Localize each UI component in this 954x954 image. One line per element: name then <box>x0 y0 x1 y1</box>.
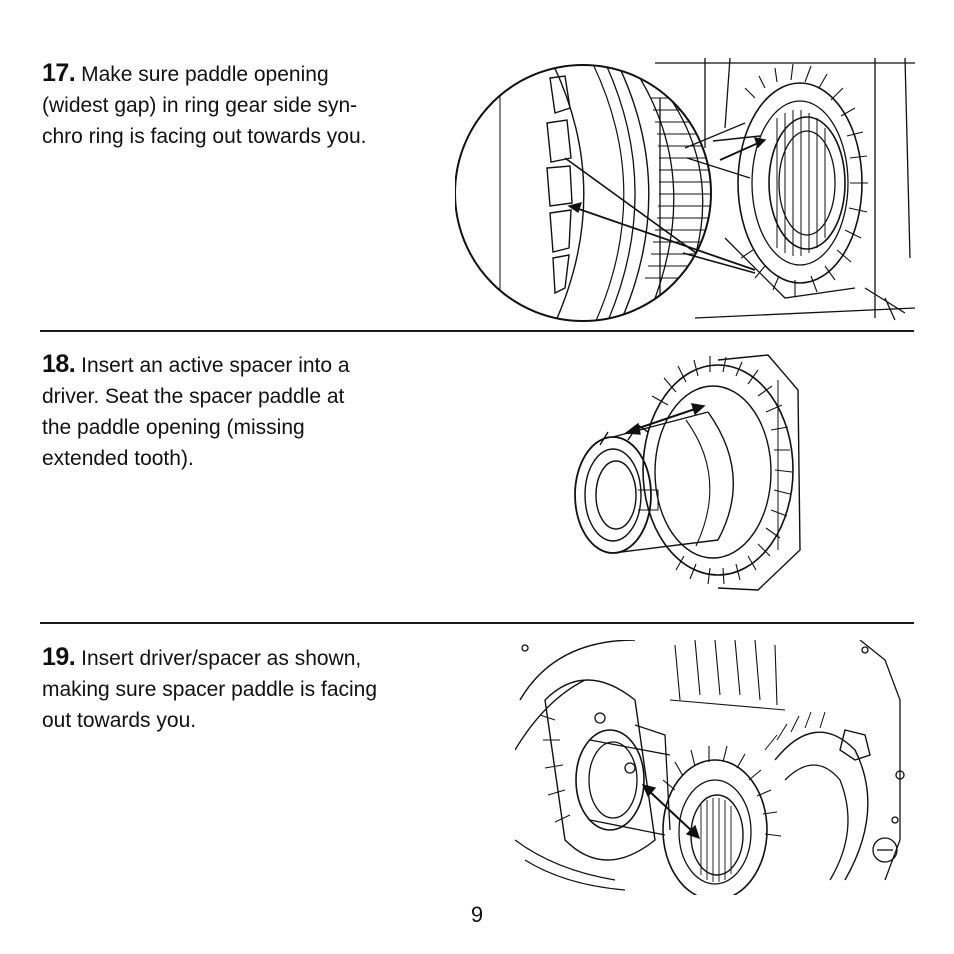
step-17-line-3: chro ring is facing out towards you. <box>42 125 367 148</box>
divider-1 <box>40 330 914 332</box>
step-17-illustration <box>455 58 915 323</box>
step-18-number: 18. <box>42 350 76 378</box>
step-18-text: 18. Insert an active spacer into a drive… <box>42 349 350 474</box>
step-19-line-3: out towards you. <box>42 709 197 732</box>
step-19-illustration <box>515 640 915 895</box>
step-19-number: 19. <box>42 643 76 671</box>
step-17-number: 17. <box>42 59 76 87</box>
step-17-text: 17. Make sure paddle opening (widest gap… <box>42 58 367 152</box>
step-18-illustration <box>568 350 818 600</box>
step-17-line-1: Make sure paddle opening <box>81 63 329 86</box>
step-18-line-1: Insert an active spacer into a <box>81 354 350 377</box>
step-19-line-2: making sure spacer paddle is facing <box>42 678 378 701</box>
step-18-line-4: extended tooth). <box>42 447 194 470</box>
divider-2 <box>40 622 914 624</box>
step-19-text: 19. Insert driver/spacer as shown, makin… <box>42 642 377 736</box>
step-18-line-2: driver. Seat the spacer paddle at <box>42 385 345 408</box>
page-number: 9 <box>470 902 484 927</box>
step-18-line-3: the paddle opening (missing <box>42 416 305 439</box>
step-17-line-2: (widest gap) in ring gear side syn- <box>42 94 358 117</box>
step-19-line-1: Insert driver/spacer as shown, <box>81 647 362 670</box>
